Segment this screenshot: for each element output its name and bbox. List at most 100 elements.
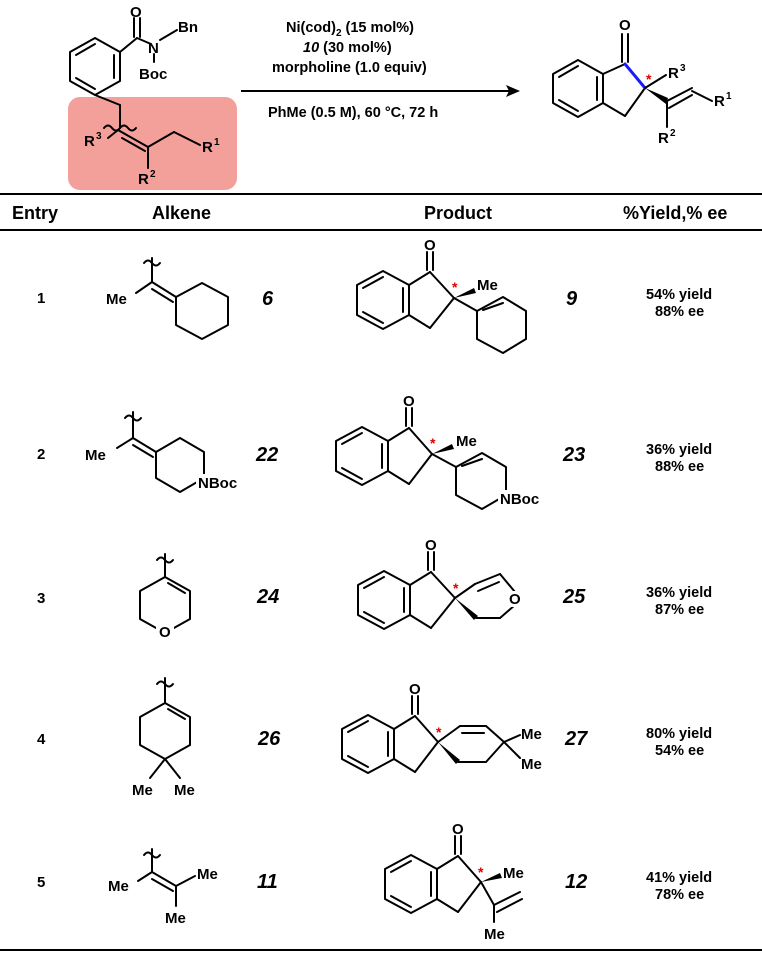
reaction-scheme: O N Bn Boc R 3 R 2 R 1 Ni(cod)2 (15 mol%… <box>68 4 732 190</box>
product-r1-sup: 1 <box>726 91 732 102</box>
product-o-label: O <box>403 393 415 410</box>
reactant-bn-label: Bn <box>178 19 198 36</box>
alkene-structure: Me NBoc <box>85 411 248 493</box>
product-me-label: Me <box>477 277 498 294</box>
alkene-me-label: Me <box>85 447 106 464</box>
alkene-me-label-2: Me <box>174 782 195 799</box>
product-r3-label: R <box>668 65 679 82</box>
alkene-me-label-1: Me <box>132 782 153 799</box>
ee-value: 87% ee <box>655 602 704 618</box>
product-compound-id: 25 <box>562 586 586 608</box>
product-r1-label: R <box>714 93 725 110</box>
product-o-label: O <box>425 537 437 554</box>
alkene-o-label: O <box>159 624 171 641</box>
product-o-label: O <box>424 237 436 254</box>
product-me-label-2: Me <box>484 926 505 943</box>
product-compound-id: 9 <box>566 288 578 310</box>
yield-value: 36% yield <box>646 585 712 601</box>
product-compound-id: 12 <box>565 871 587 893</box>
alkene-nboc-label: NBoc <box>198 475 237 492</box>
product-me-label-1: Me <box>521 726 542 743</box>
table-row: 3 O 24 <box>37 537 712 641</box>
product-o-label: O <box>619 17 631 34</box>
reaction-arrowhead <box>506 85 520 97</box>
table-row: 1 Me 6 <box>37 237 712 354</box>
entry-number: 5 <box>37 874 45 891</box>
product-structure: O * Me NBoc <box>335 393 552 510</box>
yield-value: 80% yield <box>646 726 712 742</box>
reactant-r3-label: R <box>84 133 95 150</box>
alkene-compound-id: 26 <box>257 728 281 750</box>
ee-value: 78% ee <box>655 887 704 903</box>
entry-number: 4 <box>37 731 46 748</box>
alkene-compound-id: 11 <box>257 871 278 893</box>
product-wedge <box>645 88 668 104</box>
reactant-structure: O N Bn Boc R 3 R 2 R 1 <box>69 4 220 188</box>
yield-value: 54% yield <box>646 287 712 303</box>
alkene-structure: Me <box>106 257 229 340</box>
product-pyran-o-label: O <box>509 591 521 608</box>
product-stereocenter-star: * <box>430 435 436 451</box>
product-r3-sup: 3 <box>680 63 686 74</box>
alkene-me-label: Me <box>106 291 127 308</box>
product-o-label: O <box>452 821 464 838</box>
product-me-label-2: Me <box>521 756 542 773</box>
yield-value: 36% yield <box>646 442 712 458</box>
entry-number: 2 <box>37 446 45 463</box>
header-entry: Entry <box>12 203 58 223</box>
new-bond <box>623 62 647 90</box>
product-structure: O O * <box>357 537 524 630</box>
reactant-o-label: O <box>130 4 142 21</box>
product-stereocenter-star: * <box>452 279 458 295</box>
reactant-r2-label: R <box>138 171 149 188</box>
conditions-line-3: morpholine (1.0 equiv) <box>272 60 427 76</box>
product-stereocenter-star: * <box>436 724 442 740</box>
product-nboc-label: NBoc <box>500 491 539 508</box>
alkene-me-label-1: Me <box>108 878 129 895</box>
table-row: 2 Me NBoc 22 <box>37 393 712 510</box>
table-row: 4 Me Me 26 <box>37 677 712 799</box>
product-stereocenter-star: * <box>646 71 652 87</box>
reactant-r1-label: R <box>202 139 213 156</box>
alkene-compound-id: 24 <box>256 586 279 608</box>
reactant-r2-sup: 2 <box>150 169 156 180</box>
reactant-r3-sup: 3 <box>96 131 102 142</box>
conditions-line-1: Ni(cod)2 (15 mol%) <box>286 20 414 39</box>
product-r2-sup: 2 <box>670 128 676 139</box>
header-alkene: Alkene <box>152 203 211 223</box>
reactant-n-label: N <box>148 40 159 57</box>
reaction-conditions: Ni(cod)2 (15 mol%) 10 (30 mol%) morpholi… <box>241 20 520 121</box>
product-compound-id: 23 <box>562 444 585 466</box>
product-compound-id: 27 <box>564 728 588 750</box>
product-structure: O * Me Me <box>341 681 542 774</box>
reactant-r1-sup: 1 <box>214 137 220 148</box>
yield-value: 41% yield <box>646 870 712 886</box>
conditions-line-2: 10 (30 mol%) <box>303 40 392 56</box>
product-me-label: Me <box>456 433 477 450</box>
entry-number: 3 <box>37 590 45 607</box>
alkene-structure: Me Me Me <box>108 848 218 927</box>
entry-number: 1 <box>37 290 45 307</box>
product-r2-label: R <box>658 130 669 147</box>
header-result: %Yield,% ee <box>623 203 727 223</box>
ee-value: 88% ee <box>655 304 704 320</box>
alkene-compound-id: 22 <box>255 444 278 466</box>
header-product: Product <box>424 203 492 223</box>
alkene-compound-id: 6 <box>262 288 274 310</box>
alkene-me-label-3: Me <box>165 910 186 927</box>
product-structure: O * R 3 R 2 R 1 <box>552 17 732 147</box>
table-row: 5 Me Me Me 11 <box>37 821 712 943</box>
product-structure: O * Me Me <box>384 821 524 943</box>
alkene-structure: O <box>139 553 191 641</box>
conditions-line-4: PhMe (0.5 M), 60 °C, 72 h <box>268 105 438 121</box>
product-o-label: O <box>409 681 421 698</box>
product-structure: O * Me <box>356 237 527 354</box>
ee-value: 54% ee <box>655 743 704 759</box>
ee-value: 88% ee <box>655 459 704 475</box>
product-stereocenter-star: * <box>478 864 484 880</box>
product-stereocenter-star: * <box>453 580 459 596</box>
reactant-boc-label: Boc <box>139 66 167 83</box>
alkene-me-label-2: Me <box>197 866 218 883</box>
product-me-label-1: Me <box>503 865 524 882</box>
